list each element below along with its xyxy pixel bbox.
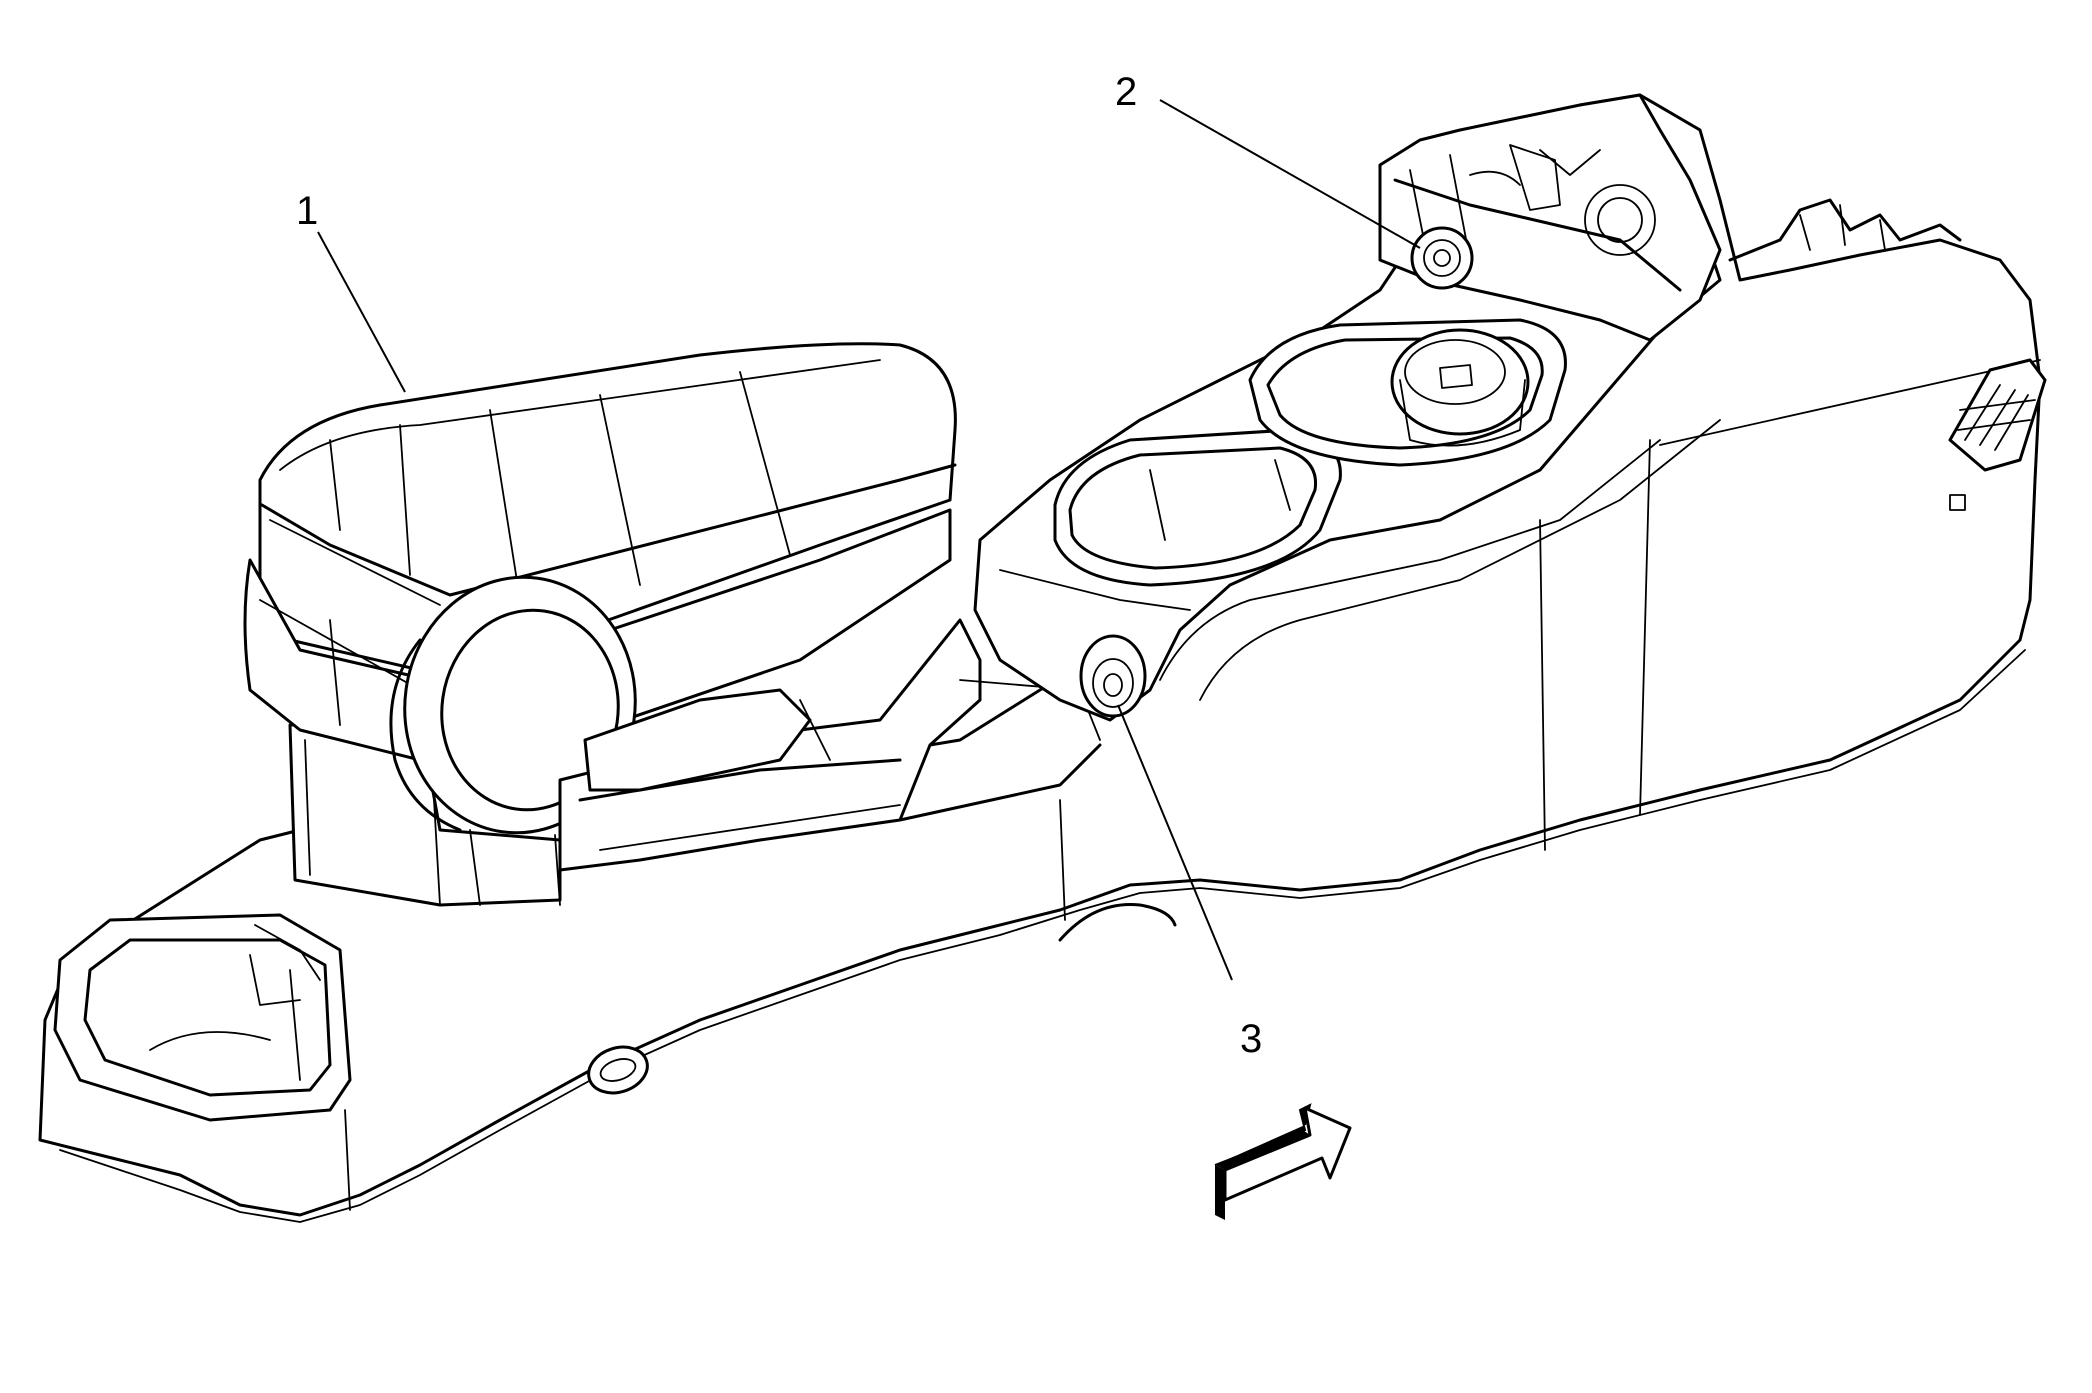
rear-cupholder <box>53 913 352 1122</box>
callout-2-label: 2 <box>1115 70 1137 114</box>
callout-leaders <box>317 99 1421 981</box>
callout-labels: 1 2 3 <box>296 70 1262 1061</box>
console-badge <box>587 1045 649 1095</box>
center-tray <box>558 618 1102 872</box>
side-air-vent <box>1948 358 2047 511</box>
callout-1-label: 1 <box>296 189 318 233</box>
forward-direction-arrow-icon <box>1214 1103 1352 1220</box>
lower-power-outlet <box>1079 634 1147 718</box>
leader-3 <box>1117 704 1233 981</box>
leader-2 <box>1159 99 1421 249</box>
upper-power-outlet <box>1410 226 1474 290</box>
callout-3-label: 3 <box>1240 1017 1262 1061</box>
leader-1 <box>317 231 406 393</box>
armrest <box>243 342 957 835</box>
front-cupholders <box>973 198 1722 722</box>
